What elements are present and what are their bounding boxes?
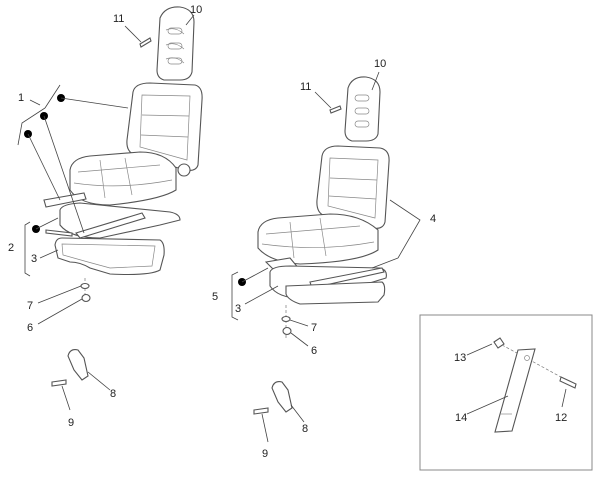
callout-9: 9 [262,448,268,460]
callout-13: 13 [454,352,466,364]
callout-9: 9 [68,417,74,429]
callout-7: 7 [27,300,33,312]
left-screw [124,25,152,48]
callout-6: 6 [311,345,317,357]
left-seat-cushion [69,151,177,206]
callout-8: 8 [302,423,308,435]
left-seat-rails [43,192,181,276]
callout-4: 4 [430,213,436,225]
callout-3: 3 [235,303,241,315]
right-seat-cushion [257,213,379,265]
callout-2: 2 [8,242,14,254]
right-seat-backrest [316,145,390,229]
callout-11: 11 [113,13,124,25]
callout-8: 8 [110,388,116,400]
callout-7: 7 [311,322,317,334]
right-screw [314,71,380,114]
callout-12: 12 [555,412,567,424]
callout-1: 1 [18,92,24,104]
callout-14: 14 [455,412,467,424]
right-nut-and-washer [281,305,309,347]
left-nut-and-washer [37,278,91,325]
callout-11: 11 [300,81,311,93]
inset-belt-anchor [419,314,593,471]
right-seat-base [264,257,387,305]
callout-6: 6 [27,322,33,334]
callout-10: 10 [190,4,202,16]
callout-10: 10 [374,58,386,70]
callout-3: 3 [31,253,37,265]
left-lever [51,349,111,411]
left-headrest-panel [156,6,195,81]
right-headrest-panel [344,76,381,142]
right-lever [253,381,305,443]
callout-5: 5 [212,291,218,303]
left-seat-backrest [126,82,203,177]
